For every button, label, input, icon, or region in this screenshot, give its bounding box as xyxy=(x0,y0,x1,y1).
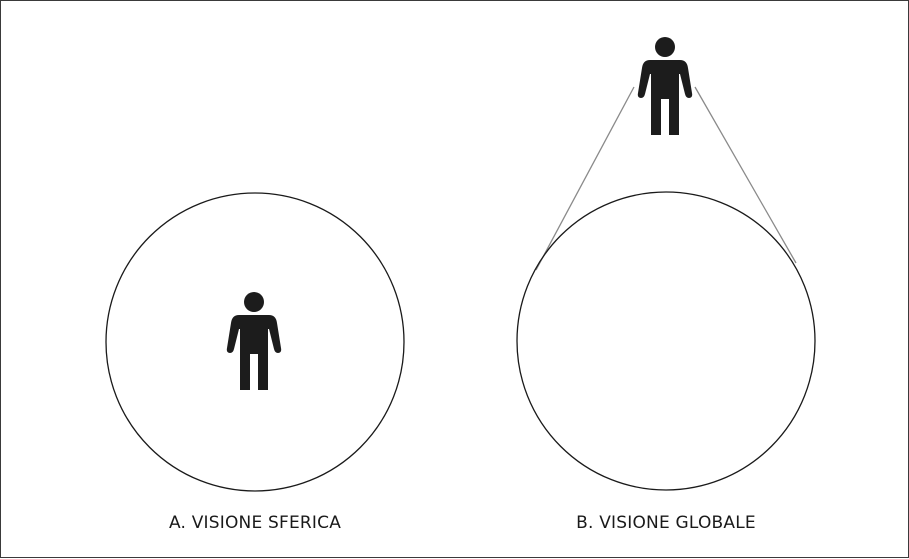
panel-b xyxy=(516,37,816,491)
person-icon xyxy=(637,37,693,135)
sight-line-left xyxy=(535,86,635,271)
panel-a xyxy=(105,192,405,492)
sphere-a xyxy=(105,192,405,492)
sphere-b xyxy=(516,191,816,491)
sight-line-right xyxy=(694,86,797,264)
caption-global-vision: B. VISIONE GLOBALE xyxy=(576,513,756,533)
person-icon xyxy=(226,292,282,390)
caption-spherical-vision: A. VISIONE SFERICA xyxy=(168,513,342,533)
